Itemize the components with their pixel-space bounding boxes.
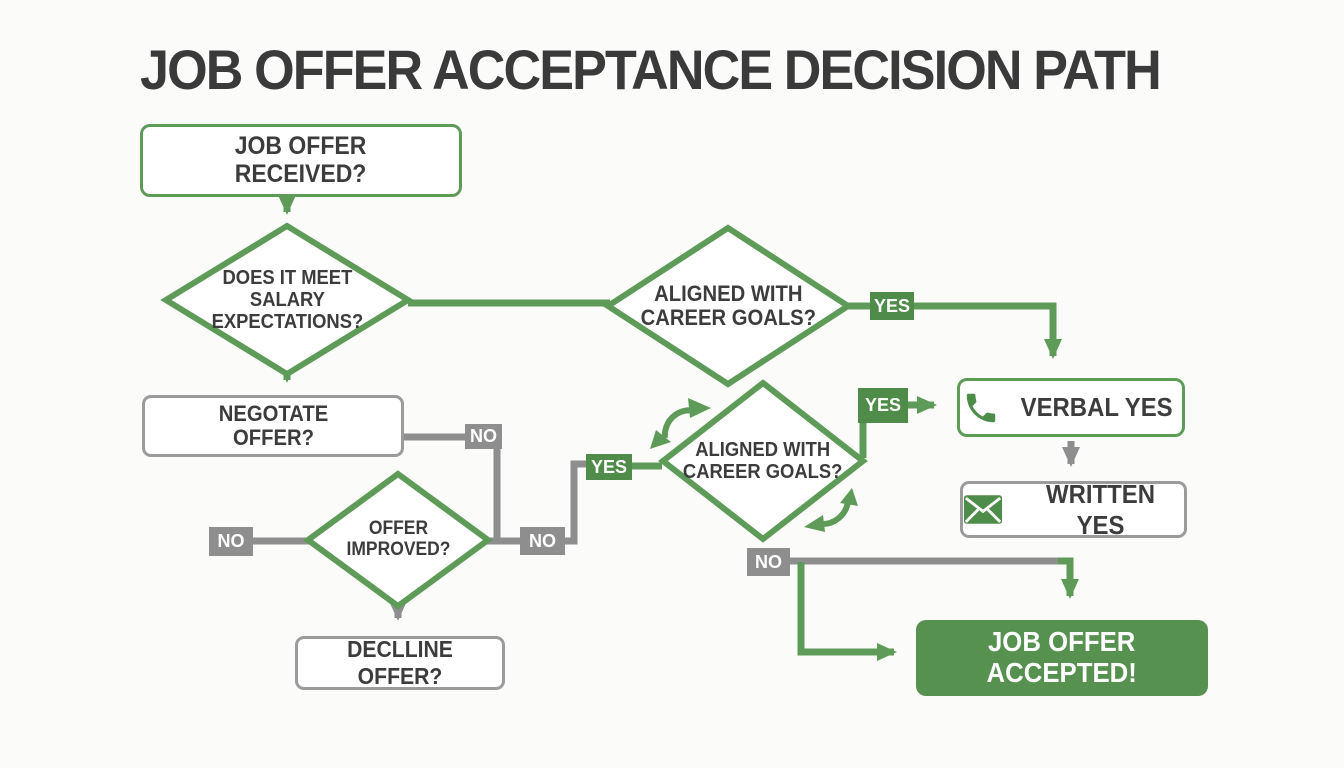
node-negotiate-offer: NEGOTATE OFFER? — [142, 395, 404, 457]
diamond-salary-text: DOES IT MEET SALARY EXPECTATIONS? — [167, 258, 407, 342]
node-decline-offer: DECLLINE OFFER? — [295, 636, 505, 690]
node-label-line: OFFER? — [232, 425, 314, 450]
phone-icon — [962, 389, 1000, 427]
node-job-offer-accepted: JOB OFFER ACCEPTED! — [916, 620, 1208, 696]
diamond-text-line: OFFER — [368, 518, 428, 540]
diamond-offer-improved — [302, 470, 494, 610]
edge-label-no-bottom: NO — [747, 548, 790, 576]
cycle-arrow-upper-icon — [650, 398, 711, 449]
node-label: VERBAL YES — [1020, 392, 1174, 422]
edge-no-to-accepted-left — [797, 562, 897, 661]
diamond-career-goals-top — [602, 224, 854, 388]
edge-career-top-yes-to-verbal — [848, 302, 1062, 359]
diamond-salary-expectations — [160, 222, 414, 378]
node-written-yes: WRITTEN YES — [960, 478, 1187, 540]
node-label-line: JOB OFFER — [988, 626, 1136, 658]
diamond-text-line: IMPROVED? — [346, 539, 450, 560]
edge-label-no-left: NO — [209, 527, 253, 556]
diamond-improved-text: OFFER IMPROVED? — [308, 512, 488, 568]
diamond-career-top-text: ALIGNED WITH CAREER GOALS? — [608, 272, 848, 340]
diamond-text-line: SALARY — [249, 289, 325, 311]
node-verbal-yes: VERBAL YES — [957, 378, 1185, 437]
edge-label-yes-left: YES — [586, 454, 632, 480]
edge-label-yes-top: YES — [870, 292, 914, 320]
diamond-text-line: ALIGNED WITH — [695, 439, 831, 461]
cycle-arrow-lower-icon — [804, 488, 858, 532]
edge-no-to-accepted-top — [1058, 557, 1079, 599]
node-label: WRITTEN YES — [1046, 478, 1155, 540]
diamond-text-line: ALIGNED WITH — [653, 280, 803, 306]
envelope-icon — [963, 494, 1003, 525]
diamond-text-line: CAREER GOALS? — [683, 461, 843, 483]
node-label-line: RECEIVED? — [235, 159, 367, 188]
diamond-text-line: EXPECTATIONS? — [211, 311, 363, 333]
diamond-career-mid-text: ALIGNED WITH CAREER GOALS? — [663, 433, 863, 489]
node-label: DECLLINE OFFER? — [347, 636, 453, 689]
edge-label-no-negotiate: NO — [465, 424, 502, 449]
edge-label-yes-mid: YES — [858, 388, 908, 423]
node-label-line: NEGOTATE — [218, 400, 328, 426]
node-job-offer-received: JOB OFFER RECEIVED? — [140, 124, 462, 197]
node-label-line: JOB OFFER — [235, 132, 367, 160]
edge-label-no-mid: NO — [520, 527, 565, 555]
node-label-line: ACCEPTED! — [986, 657, 1138, 688]
page-title: JOB OFFER ACCEPTANCE DECISION PATH — [140, 38, 1162, 101]
diamond-text-line: DOES IT MEET — [222, 267, 352, 289]
diamond-career-goals-mid — [658, 379, 868, 543]
diamond-text-line: CAREER GOALS? — [640, 305, 816, 330]
